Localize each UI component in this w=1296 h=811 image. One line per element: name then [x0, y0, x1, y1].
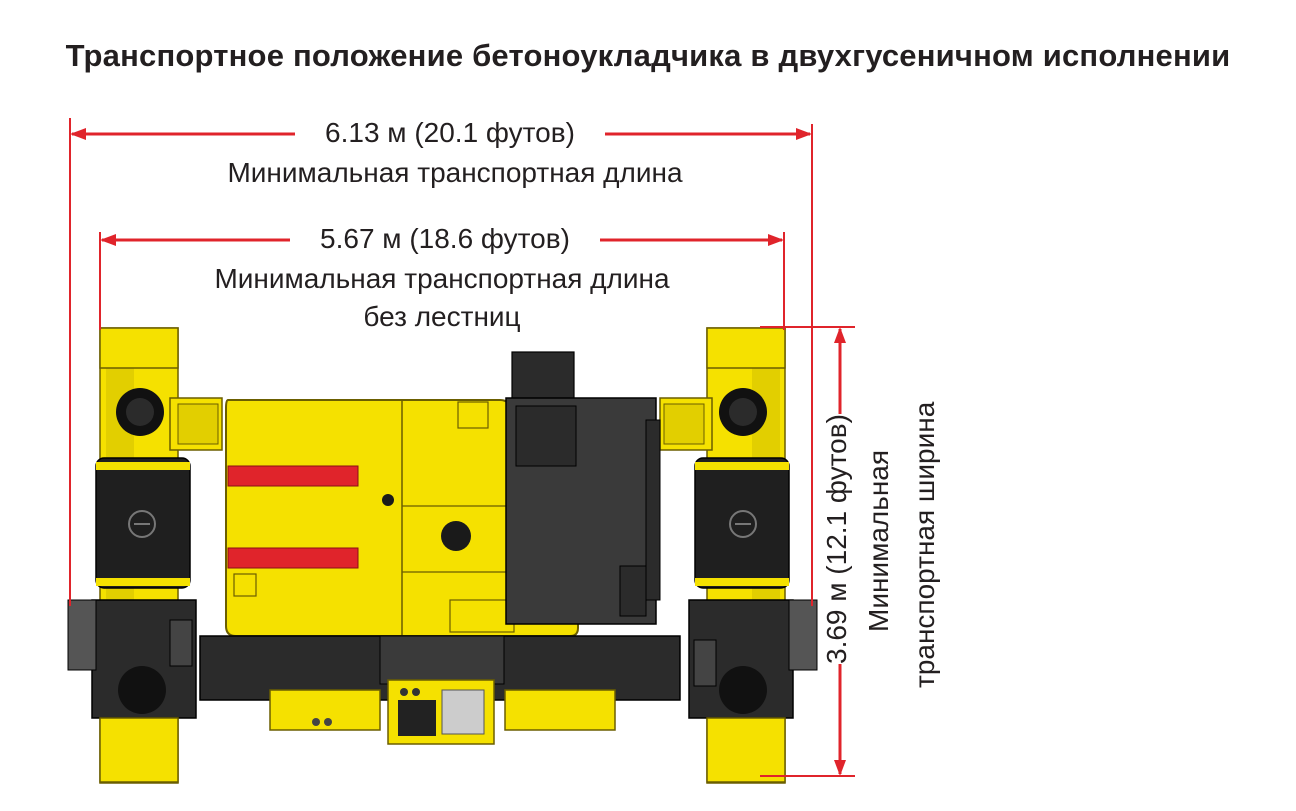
- left-track: [67, 327, 223, 784]
- width-value: 3.69 м (12.1 футов): [820, 414, 854, 664]
- no-ladders-length-label-2: без лестниц: [342, 300, 542, 334]
- no-ladders-length-value: 5.67 м (18.6 футов): [290, 222, 600, 256]
- total-length-value: 6.13 м (20.1 футов): [295, 116, 605, 150]
- paver-machine: [67, 327, 818, 784]
- left-cylinder: [95, 457, 191, 589]
- diagram-title: Транспортное положение бетоноукладчика в…: [65, 38, 1231, 73]
- lower-frame: [199, 635, 681, 731]
- width-label-2: транспортная ширина: [909, 401, 940, 688]
- no-ladders-length-label-1: Минимальная транспортная длина: [182, 262, 702, 296]
- right-track: [659, 327, 818, 784]
- total-length-label: Минимальная транспортная длина: [195, 156, 715, 190]
- width-label-1: Минимальная: [863, 449, 894, 632]
- right-cylinder: [694, 457, 790, 589]
- operator-panel: [387, 679, 495, 745]
- control-section: [505, 351, 661, 625]
